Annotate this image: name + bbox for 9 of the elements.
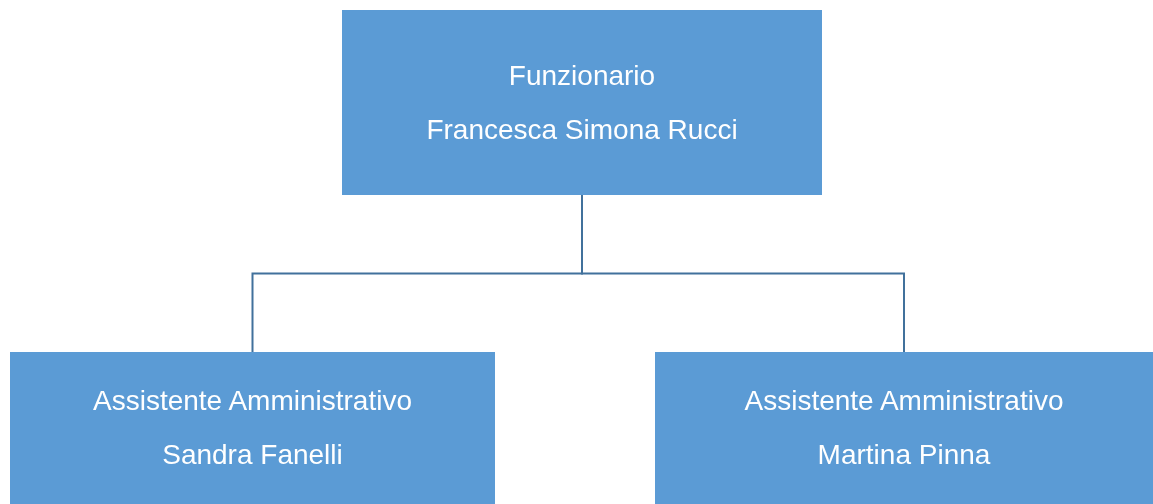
role-title: Assistente Amministrativo — [93, 385, 412, 417]
role-title: Funzionario — [508, 59, 656, 92]
person-name: Francesca Simona Rucci — [426, 113, 738, 146]
org-box — [342, 10, 822, 195]
person-name: Sandra Fanelli — [162, 439, 343, 471]
person-name: Martina Pinna — [817, 439, 991, 471]
role-title: Assistente Amministrativo — [744, 385, 1064, 417]
org-box — [10, 352, 495, 504]
org-box — [655, 352, 1153, 504]
